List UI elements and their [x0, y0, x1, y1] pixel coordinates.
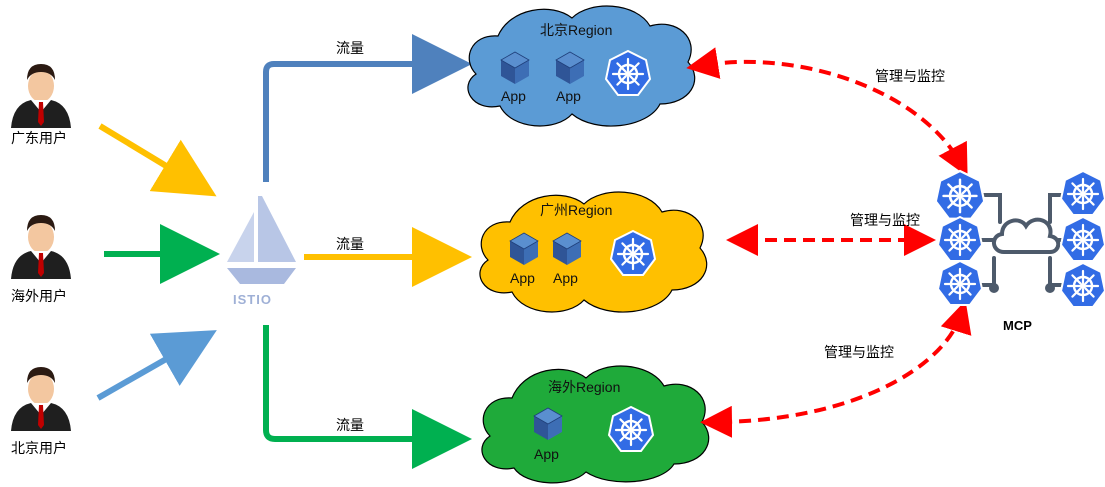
region-cloud-overseas: [481, 365, 710, 484]
user-label-overseas: 海外用户: [11, 288, 67, 304]
user-label-guangdong: 广东用户: [11, 130, 67, 146]
traffic-arrow-beijing: [263, 34, 472, 182]
manage-monitor-arrow-overseas: [700, 300, 972, 438]
kubernetes-icon-mcp-4: [1059, 169, 1105, 217]
manage-label-overseas: 管理与监控: [824, 344, 894, 360]
traffic-arrow-overseas: [263, 325, 472, 469]
kubernetes-icon-mcp-2: [936, 215, 984, 263]
overseas-user-icon: [11, 215, 71, 279]
beijing-traffic-arrow: [96, 330, 217, 401]
guangdong-traffic-arrow: [98, 123, 217, 197]
app-label-beijing-1: App: [501, 88, 526, 104]
manage-monitor-arrow-beijing: [686, 47, 968, 177]
traffic-label-overseas: 流量: [336, 417, 364, 433]
region-cloud-guangzhou: [479, 191, 708, 313]
app-label-beijing-2: App: [556, 88, 581, 104]
traffic-label-guangzhou: 流量: [336, 236, 364, 252]
kubernetes-icon-overseas: [607, 405, 655, 453]
kubernetes-icon-mcp-3: [936, 259, 984, 307]
mcp-cluster-icon: [978, 193, 1074, 293]
region-title-overseas: 海外Region: [548, 379, 621, 395]
kubernetes-icon-mcp-6: [1059, 261, 1105, 309]
kubernetes-icon-mcp-1: [934, 169, 986, 221]
app-label-guangzhou-2: App: [553, 270, 578, 286]
region-title-beijing: 北京Region: [540, 22, 613, 38]
kubernetes-icon-beijing: [604, 49, 652, 97]
guangdong-user-icon: [11, 64, 71, 128]
istio-label: ISTIO: [233, 292, 272, 307]
traffic-label-beijing: 流量: [336, 40, 364, 56]
istio-logo-icon: [227, 196, 296, 284]
manage-label-guangzhou: 管理与监控: [850, 212, 920, 228]
mcp-label: MCP: [1003, 318, 1032, 333]
user-label-beijing: 北京用户: [11, 440, 67, 456]
kubernetes-icon-guangzhou: [609, 229, 657, 277]
region-title-guangzhou: 广州Region: [540, 202, 613, 218]
kubernetes-icon-mcp-5: [1059, 215, 1105, 263]
manage-label-beijing: 管理与监控: [875, 68, 945, 84]
beijing-user-icon: [11, 367, 71, 431]
app-label-overseas-1: App: [534, 446, 559, 462]
app-label-guangzhou-1: App: [510, 270, 535, 286]
